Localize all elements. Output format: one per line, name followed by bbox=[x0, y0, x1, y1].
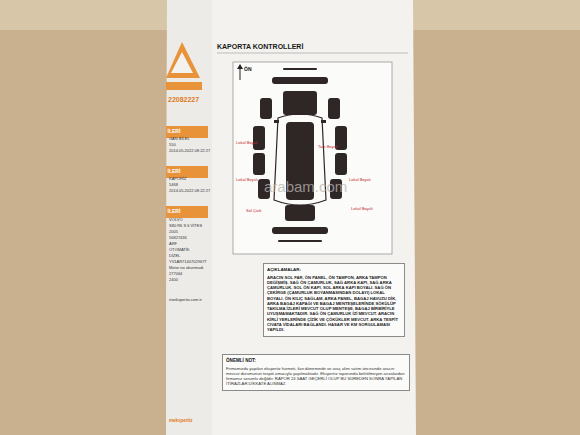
info-field: 2005 bbox=[169, 230, 178, 235]
info-field: KAPORİZ bbox=[169, 177, 187, 182]
info-field: ARF bbox=[169, 242, 177, 247]
info-field: GAN BİLEL bbox=[169, 137, 190, 142]
box-body: Firmamızda yapılan ekspertiz hizmeti, il… bbox=[226, 366, 406, 387]
box-heading: AÇIKLAMALAR: bbox=[267, 267, 401, 273]
diagram-frame bbox=[233, 62, 392, 254]
front-bumper bbox=[272, 77, 328, 84]
part-status: Tam Boyalı bbox=[318, 145, 338, 150]
right-front-fender bbox=[328, 98, 340, 119]
hood bbox=[283, 91, 317, 115]
car-parts bbox=[237, 64, 347, 242]
info-field: DİZEL bbox=[169, 254, 180, 259]
notes-box: AÇIKLAMALAR: ARACIN SOL FAR, ÖN PANEL, ÖN… bbox=[263, 263, 405, 337]
left-front-door bbox=[253, 126, 265, 150]
part-status: Lokal Boyalı bbox=[349, 178, 371, 183]
info-field: 2014.05.2022 08:22:27 bbox=[169, 149, 210, 154]
front-arrow-head bbox=[237, 64, 243, 69]
right-rear-door bbox=[335, 153, 347, 175]
part-status: Sol Çizik bbox=[246, 209, 262, 214]
rear-bumper bbox=[272, 227, 328, 234]
info-field: Motor no okunmadı bbox=[169, 266, 203, 271]
info-field: 277064 bbox=[169, 272, 182, 277]
paper-sheet bbox=[166, 0, 416, 435]
section-band: İLERİ bbox=[166, 206, 208, 218]
left-rear-door bbox=[253, 153, 265, 175]
logo-inner bbox=[171, 52, 193, 73]
right-mirror bbox=[321, 120, 326, 123]
paper-fold bbox=[166, 0, 212, 435]
front-marker: ÖN bbox=[244, 66, 252, 72]
phone-number: 22082227 bbox=[168, 96, 199, 104]
website: rtoekspertiz.com.tr bbox=[169, 298, 202, 303]
info-field: 5468 bbox=[169, 183, 178, 188]
box-heading: İLERİ bbox=[168, 208, 207, 214]
front-arrow-shaft bbox=[240, 68, 241, 80]
box-heading: İLERİ bbox=[168, 168, 207, 174]
logo-triangle bbox=[166, 42, 200, 78]
info-field: S80 R6 S 6 VİTES bbox=[169, 224, 202, 229]
info-field: VOLVO bbox=[169, 218, 183, 223]
grille bbox=[283, 68, 317, 70]
info-field: 2014.05.2022 08:22:27 bbox=[169, 189, 210, 194]
info-field: 550 bbox=[169, 143, 176, 148]
watermark: arabam.com bbox=[264, 178, 347, 196]
logo-band bbox=[166, 82, 202, 90]
box-body: ARACIN SOL FAR, ÖN PANEL, ÖN TAMPON, ARK… bbox=[267, 275, 401, 333]
info-field: OTOMATİK bbox=[169, 248, 190, 253]
page-title: KAPORTA KONTROLLERİ bbox=[217, 43, 303, 51]
important-note-box: ÖNEMLİ NOT: Firmamızda yapılan ekspertiz … bbox=[222, 354, 410, 391]
part-status: Lokal Boyalı bbox=[351, 207, 373, 212]
rear-panel bbox=[278, 240, 322, 242]
info-field: 2400 bbox=[169, 278, 178, 283]
box-heading: ÖNEMLİ NOT: bbox=[226, 358, 406, 364]
left-mirror bbox=[274, 120, 279, 123]
info-field: 56827436 bbox=[169, 236, 187, 241]
part-status: Lokal Boyalı bbox=[236, 178, 258, 183]
left-front-fender bbox=[260, 98, 272, 119]
info-field: YV1AR71407029677 bbox=[169, 260, 207, 265]
brand-text: mekspertiz bbox=[169, 418, 193, 423]
part-status: Lokal Boyalı bbox=[236, 141, 258, 146]
trunk-lid bbox=[285, 205, 315, 221]
title-rule bbox=[217, 53, 408, 54]
box-heading: İLERİ bbox=[168, 128, 207, 134]
